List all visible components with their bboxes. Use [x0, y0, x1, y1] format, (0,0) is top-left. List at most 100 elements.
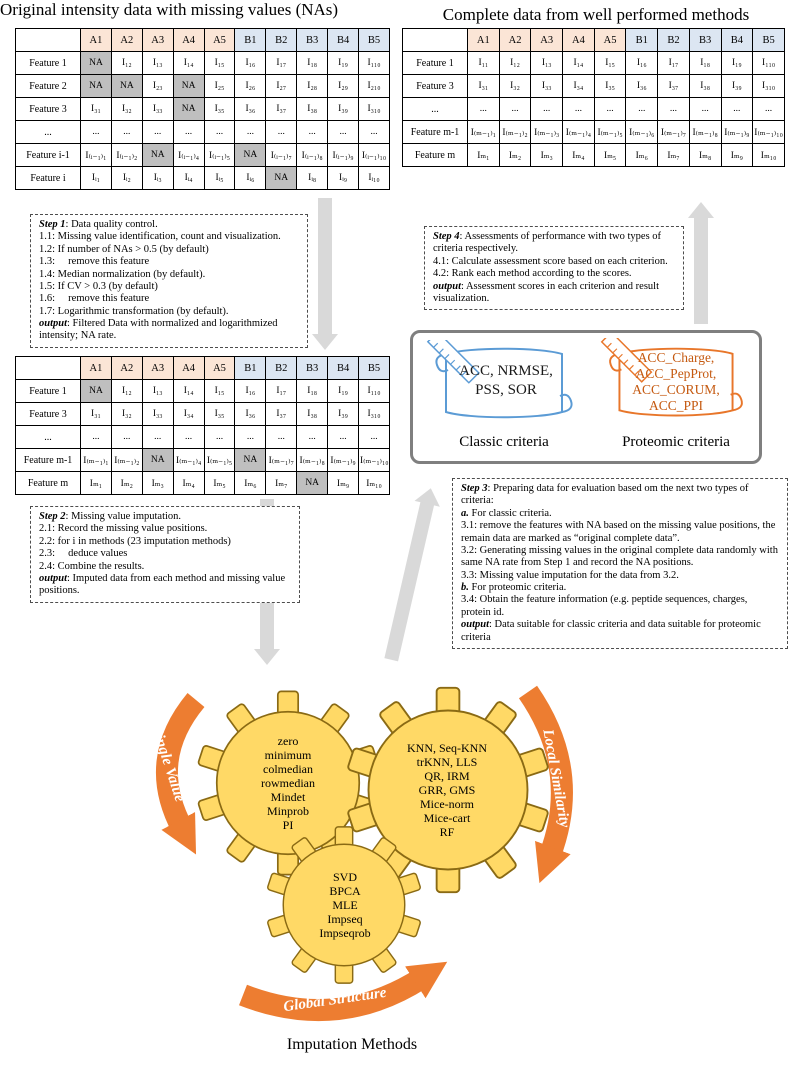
- row-label: Feature 3: [402, 74, 468, 98]
- data-cell: Iₘ₇: [657, 143, 690, 167]
- data-cell: I₃₅: [203, 402, 236, 426]
- data-cell: I₁₇: [657, 51, 690, 75]
- column-header: [402, 28, 468, 52]
- data-cell: I₁₃: [141, 51, 174, 75]
- step-line: 1.7: Logarithmic transformation (by defa…: [39, 305, 229, 317]
- data-cell: I₃₉: [327, 97, 360, 121]
- data-cell: I₃₁: [467, 74, 500, 98]
- step-line: output: Assessment scores in each criter…: [433, 280, 660, 304]
- data-cell: ...: [498, 97, 532, 121]
- data-cell: Iₘ₅: [203, 471, 236, 495]
- title-original-data: Original intensity data with missing val…: [0, 0, 339, 19]
- step-line: a. For classic criteria.: [461, 507, 552, 519]
- step-line: 3.1: remove the features with NA based o…: [461, 520, 776, 544]
- data-cell: ...: [234, 120, 267, 144]
- column-header: B2: [265, 28, 298, 52]
- data-cell: NA: [172, 74, 205, 98]
- row-label: ...: [402, 97, 468, 121]
- data-cell: I₂₆: [234, 74, 267, 98]
- data-cell: I₃₆: [234, 97, 267, 121]
- data-cell: ...: [625, 97, 659, 121]
- data-cell: NA: [80, 51, 112, 75]
- row-label: Feature i: [15, 166, 81, 190]
- data-cell: NA: [141, 448, 174, 472]
- step-line: 1.5: If CV > 0.3 (by default): [39, 280, 158, 292]
- data-cell: I₍ₘ₋₁₎₂: [110, 448, 143, 472]
- data-cell: I₁₆: [234, 51, 267, 75]
- data-cell: I₍ₘ₋₁₎₇: [657, 120, 690, 144]
- step-line: Step 3: Preparing data for evaluation ba…: [461, 483, 749, 507]
- data-cell: Iₘ₆: [234, 471, 267, 495]
- data-cell: ...: [327, 120, 360, 144]
- data-cell: ...: [203, 425, 236, 449]
- data-cell: I₃₁: [80, 402, 112, 426]
- data-cell: I₍ₘ₋₁₎₂: [498, 120, 532, 144]
- data-cell: Iₘ₃: [530, 143, 564, 167]
- data-cell: Iₘ₉: [327, 471, 360, 495]
- flow-arrow-methods-to-step3: [379, 485, 444, 662]
- data-cell: I₁₆: [625, 51, 659, 75]
- flow-arrow-original-to-filtered: [312, 198, 338, 350]
- data-cell: Iₘ₈: [688, 143, 722, 167]
- column-header: B2: [657, 28, 690, 52]
- data-cell: I₁₄: [172, 51, 205, 75]
- step-line: 1.4: Median normalization (by default).: [39, 268, 206, 280]
- data-cell: I₃₆: [625, 74, 659, 98]
- step-line: 2.3: deduce values: [39, 548, 128, 560]
- data-cell: I₃₃: [530, 74, 564, 98]
- data-cell: I₁₂: [110, 379, 143, 403]
- step-line: 1.1: Missing value identification, count…: [39, 231, 281, 243]
- data-cell: ...: [203, 120, 236, 144]
- data-cell: I₃₂: [110, 97, 143, 121]
- data-cell: ...: [657, 97, 690, 121]
- step-line: 2.1: Record the missing value positions.: [39, 523, 208, 535]
- data-cell: ...: [720, 97, 754, 121]
- column-header: A1: [467, 28, 500, 52]
- category-arrows: [156, 685, 573, 1021]
- data-cell: I₍ₘ₋₁₎₉: [720, 120, 754, 144]
- data-cell: Iₘ₅: [593, 143, 627, 167]
- data-cell: I₍ᵢ₋₁₎₂: [110, 143, 143, 167]
- global-structure-arrow: [239, 961, 448, 1021]
- classic-criteria-scroll: [426, 340, 573, 419]
- step-line: output: Filtered Data with normalized an…: [39, 318, 278, 342]
- title-complete-data: Complete data from well performed method…: [442, 5, 750, 24]
- column-header: B1: [625, 28, 659, 52]
- column-header: B4: [327, 28, 360, 52]
- data-cell: I₍ₘ₋₁₎₇: [265, 448, 298, 472]
- data-cell: Iᵢ₆: [234, 166, 267, 190]
- data-cell: I₁₈: [296, 379, 329, 403]
- data-cell: Iₘ₂: [498, 143, 532, 167]
- table-row: .................................: [15, 425, 390, 449]
- data-cell: Iₘ₉: [720, 143, 754, 167]
- data-cell: I₍ᵢ₋₁₎₁: [80, 143, 112, 167]
- data-cell: ...: [296, 425, 329, 449]
- data-cell: NA: [234, 448, 267, 472]
- data-cell: I₍ₘ₋₁₎₅: [203, 448, 236, 472]
- column-header: A3: [530, 28, 564, 52]
- step1-box: Step 1: Data quality control.1.1: Missin…: [30, 214, 308, 348]
- data-cell: I₍ₘ₋₁₎₉: [327, 448, 360, 472]
- data-cell: Iᵢ₄: [172, 166, 205, 190]
- data-cell: NA: [296, 471, 329, 495]
- data-cell: NA: [110, 74, 143, 98]
- data-cell: I₍ₘ₋₁₎₁: [80, 448, 112, 472]
- data-cell: I₃₂: [498, 74, 532, 98]
- data-cell: I₁₂: [498, 51, 532, 75]
- data-cell: I₁₉: [720, 51, 754, 75]
- step-line: output: Imputed data from each method an…: [39, 572, 286, 597]
- step-line: Step 1: Data quality control.: [39, 219, 158, 230]
- data-cell: I₃₁₀: [358, 97, 390, 121]
- step-line: 3.2: Generating missing values in the or…: [461, 544, 778, 569]
- imputation-methods-caption: Imputation Methods: [286, 1036, 418, 1053]
- data-cell: I₍ᵢ₋₁₎₉: [327, 143, 360, 167]
- ruler-icon: [600, 338, 653, 383]
- data-cell: I₁₁₀: [358, 51, 390, 75]
- data-cell: I₍ₘ₋₁₎₄: [562, 120, 595, 144]
- column-header: B5: [752, 28, 785, 52]
- data-cell: I₂₇: [265, 74, 298, 98]
